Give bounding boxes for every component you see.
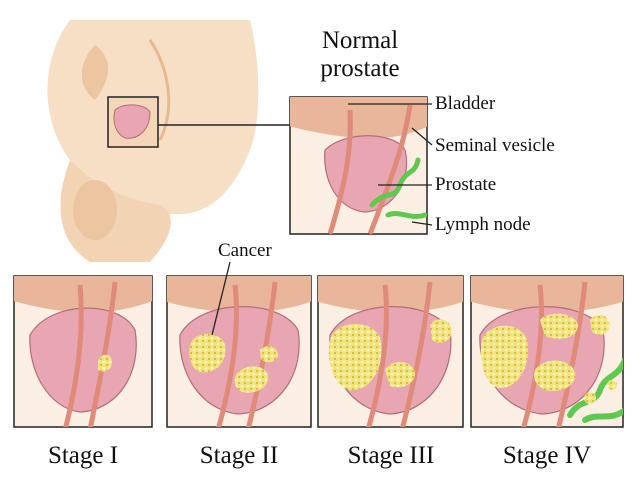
- stage-2-label: Stage II: [199, 442, 279, 469]
- stage-4-tumor-d: [590, 315, 610, 335]
- stage-4-lymph-tumor-b: [607, 380, 617, 390]
- stage-4-vessel-b: [556, 281, 588, 427]
- label-bladder: Bladder: [435, 93, 496, 114]
- stage-1-panel: [13, 275, 153, 428]
- bladder-shape: [290, 97, 427, 139]
- stage-4-lymph-node: [567, 357, 623, 423]
- stage-4-vessel-a: [521, 284, 544, 427]
- stage-4-panel: [470, 275, 624, 428]
- stage-1-vessel-a: [63, 284, 84, 427]
- stage-3-panel: [317, 275, 464, 428]
- stage-2-tumor-c: [260, 346, 278, 363]
- seminal-callout: [411, 127, 433, 146]
- stage-4-label: Stage IV: [502, 442, 592, 469]
- stage-4-tumor-a: [480, 325, 529, 389]
- stage-1-tumor: [98, 354, 112, 372]
- stage-3-vessel-a: [366, 284, 389, 427]
- lymph-callout: [411, 221, 433, 226]
- body-contour: [148, 39, 171, 141]
- stage-3-tumor-c: [430, 319, 452, 343]
- stage-4-tumor-c: [534, 360, 576, 392]
- body-silhouette: [47, 20, 290, 262]
- normal-prostate-inset: [289, 96, 428, 235]
- stage-3-tumor-b: [385, 361, 416, 388]
- label-prostate: Prostate: [435, 174, 497, 195]
- stage-3-label: Stage III: [347, 442, 435, 469]
- cancer-callout: [211, 261, 231, 336]
- label-seminal-vesicle: Seminal vesicle: [435, 135, 555, 156]
- inset-callouts: [348, 103, 433, 226]
- stage-2-tumor-a: [189, 333, 226, 373]
- locator-prostate: [113, 104, 151, 139]
- stage-2-panel: [166, 275, 312, 428]
- stage-3-tumor-a: [328, 323, 382, 391]
- stage-4-tumor-b: [540, 313, 578, 339]
- stage-2-vessel-a: [216, 284, 239, 427]
- label-lymph-node: Lymph node: [435, 214, 531, 235]
- vas-vessel: [367, 104, 413, 234]
- stage-2-tumor-b: [234, 366, 269, 393]
- buttock-shadow: [81, 45, 109, 100]
- urethra-vessel: [327, 109, 353, 234]
- title-line-1: Normal: [321, 27, 399, 54]
- knee-shadow: [73, 180, 117, 240]
- title-line-2: prostate: [320, 55, 400, 82]
- label-cancer: Cancer: [218, 240, 272, 261]
- stage-1-label: Stage I: [47, 442, 119, 469]
- stage-3-vessel-b: [400, 281, 433, 427]
- stage-4-lymph-tumor-a: [584, 392, 596, 404]
